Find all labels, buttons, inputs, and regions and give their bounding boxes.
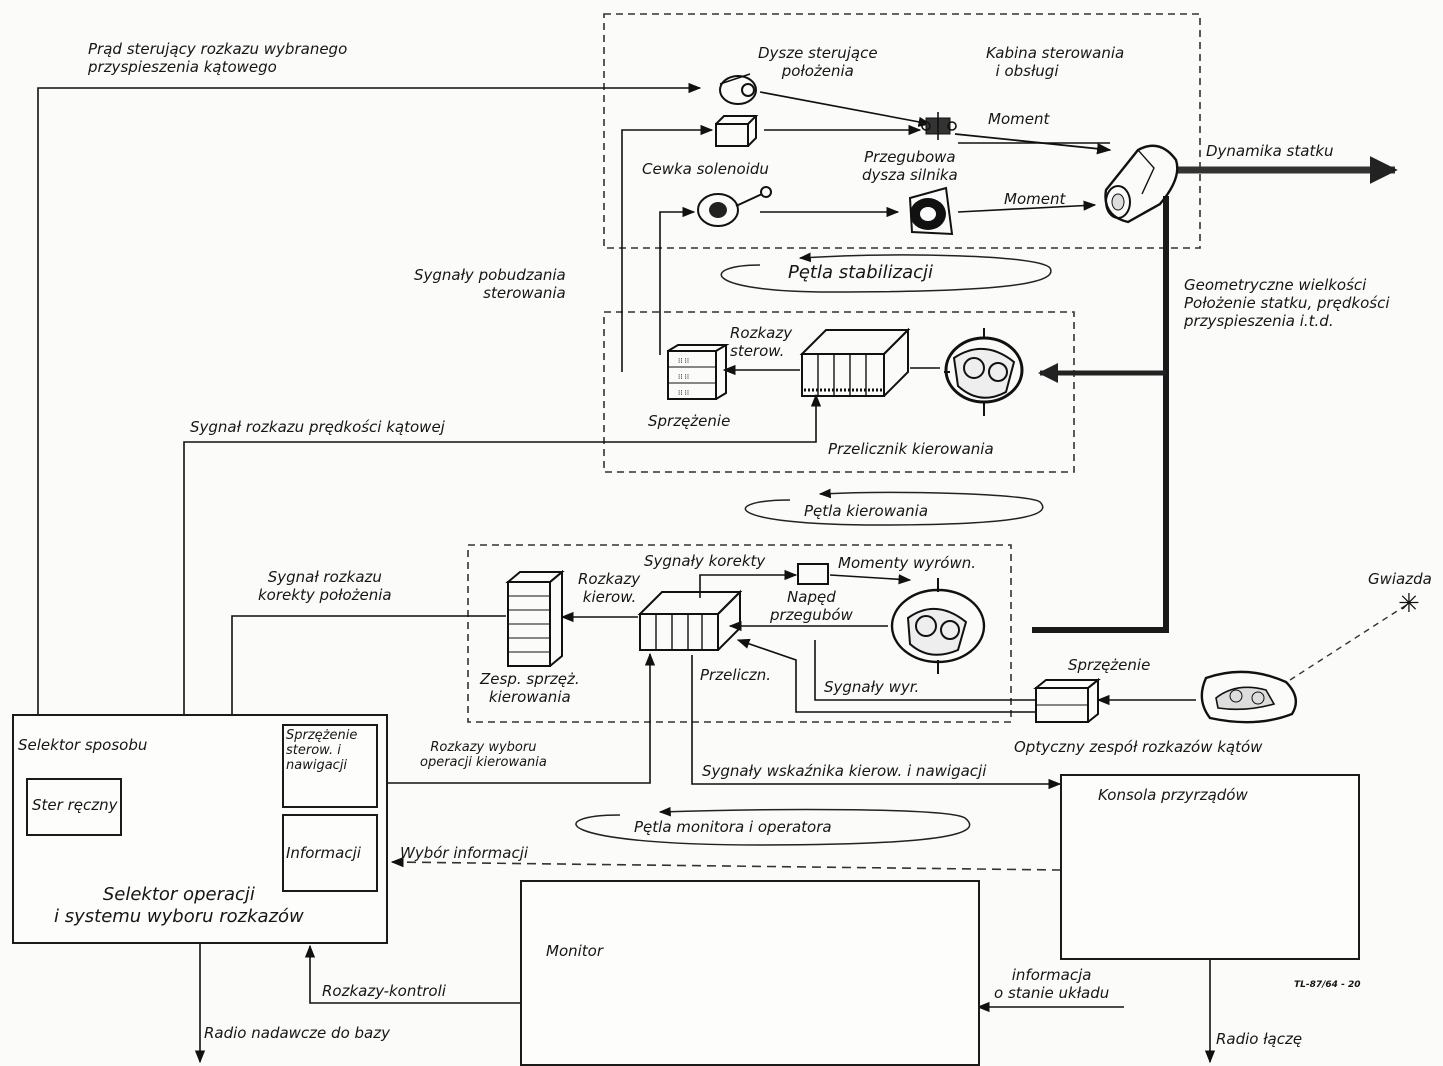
label-optyczny: Optyczny zespół rozkazów kątów <box>1014 738 1262 756</box>
gyro-platform-icon <box>944 328 1022 416</box>
label-momenty-wyrown: Momenty wyrówn. <box>838 554 976 572</box>
label-radio-nadawcze: Radio nadawcze do bazy <box>204 1024 390 1042</box>
optical-unit-icon <box>1202 672 1296 722</box>
label-monitor: Monitor <box>546 942 603 960</box>
label-sygnaly-wskaznika: Sygnały wskaźnika kierow. i nawigacji <box>702 762 986 780</box>
wire-prad-sterujacy <box>38 88 700 714</box>
monitor-box <box>520 880 980 1066</box>
cube-icon <box>716 116 756 146</box>
label-sygnaly-wyr: Sygnały wyr. <box>824 678 919 696</box>
label-sprzezenie-2: Sprzężenie <box>1068 656 1150 674</box>
feedback-rack-icon: ⁞⁞ ⁞⁞ ⁞⁞ ⁞⁞ ⁞⁞ ⁞⁞ <box>668 345 726 399</box>
wire-wybor-informacji <box>392 862 1060 870</box>
svg-text:⁞⁞ ⁞⁞: ⁞⁞ ⁞⁞ <box>678 373 689 381</box>
label-sygnaly-pobudzania: Sygnały pobudzania sterowania <box>414 266 566 302</box>
label-gwiazda: Gwiazda <box>1368 570 1432 588</box>
label-moment-1: Moment <box>988 110 1049 128</box>
label-ster-reczny: Ster ręczny <box>32 796 117 814</box>
wire-star-sight <box>1290 604 1408 680</box>
label-moment-2: Moment <box>1004 190 1065 208</box>
label-informacji: Informacji <box>286 844 361 862</box>
label-sygnaly-korekty: Sygnały korekty <box>644 552 765 570</box>
label-radio-lacze: Radio łączę <box>1216 1030 1302 1048</box>
wire-moment-top <box>955 134 1110 150</box>
label-petla-kierowania: Pętla kierowania <box>804 502 928 520</box>
svg-text:⁞⁞ ⁞⁞: ⁞⁞ ⁞⁞ <box>678 357 689 365</box>
label-wybor-informacji: Wybór informacji <box>400 844 528 862</box>
nozzle-solenoid-icon <box>720 74 756 104</box>
navigation-computer-icon <box>640 592 740 650</box>
label-petla-monitora: Pętla monitora i operatora <box>634 818 832 836</box>
label-petla-stabilizacji: Pętla stabilizacji <box>788 262 933 284</box>
gimbal-small-icon <box>922 112 956 140</box>
svg-text:⁞⁞ ⁞⁞: ⁞⁞ ⁞⁞ <box>678 389 689 397</box>
label-cewka: Cewka solenoidu <box>642 160 769 178</box>
label-ref-code: TL-87/64 - 20 <box>1294 976 1360 994</box>
label-sprzezenie-1: Sprzężenie <box>648 412 730 430</box>
wire-dysze-to-gimbal <box>760 92 930 124</box>
wire-geometric-feedback <box>1032 196 1166 630</box>
gyro-platform-2-icon <box>892 578 984 674</box>
navigation-rack-icon <box>508 572 562 666</box>
optical-feedback-box-icon <box>1036 680 1098 722</box>
label-dynamika: Dynamika statku <box>1206 142 1334 160</box>
label-przelicznik: Przelicznik kierowania <box>828 440 994 458</box>
engine-nozzle-icon <box>910 188 952 234</box>
star-icon: ✳ <box>1398 589 1420 619</box>
label-przeliczn: Przeliczn. <box>700 666 771 684</box>
solenoid-coil-icon <box>698 187 771 226</box>
guidance-computer-icon <box>802 330 908 396</box>
label-rozkazy-kontroli: Rozkazy-kontroli <box>322 982 446 1000</box>
label-kabina: Kabina sterowania i obsługi <box>986 44 1124 80</box>
joint-drive-icon <box>798 564 828 584</box>
label-selektor-sposobu: Selektor sposobu <box>18 736 147 754</box>
label-rozkazy-kierow: Rozkazy kierow. <box>578 570 640 606</box>
label-sygnal-predkosci: Sygnał rozkazu prędkości kątowej <box>190 418 445 436</box>
wire-pobudzania <box>660 212 694 355</box>
label-konsola: Konsola przyrządów <box>1098 786 1248 804</box>
label-zesp: Zesp. sprzęż.kierowania <box>480 670 580 706</box>
